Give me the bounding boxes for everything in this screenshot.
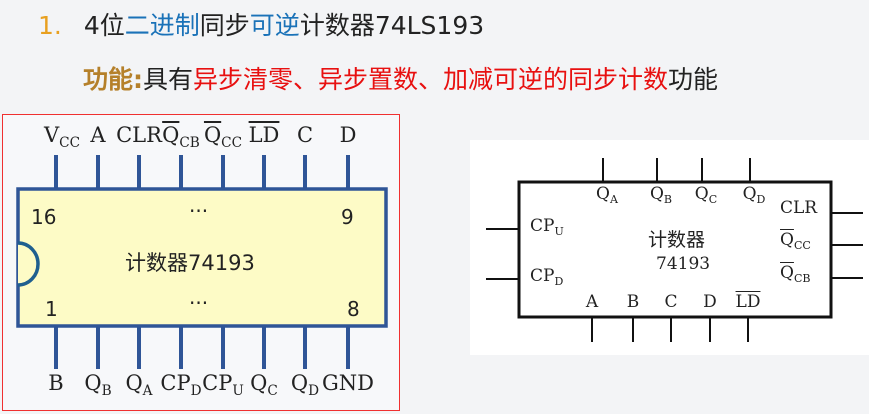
symbol-top-pin-0: QA <box>596 184 618 206</box>
function-segment: 具有 <box>143 65 194 94</box>
bottom-pin-label-4: CPU <box>202 371 244 399</box>
top-pin-label-4: QCC <box>203 123 243 151</box>
chip-notch <box>17 241 40 287</box>
function-line: 功能:具有异步清零、异步置数、加减可逆的同步计数功能 <box>83 60 718 96</box>
symbol-top-pin-1: QB <box>649 184 673 206</box>
symbol-top-pin-3: QD <box>742 184 766 206</box>
top-pin-label-3: QCB <box>162 123 200 151</box>
symbol-left-pin-1: CPD <box>530 266 564 288</box>
heading-segment: 同步 <box>199 11 250 40</box>
function-segment: 功能 <box>668 65 719 94</box>
pin-8-number: 8 <box>347 297 360 321</box>
bottom-pin-label-6: QD <box>290 371 320 399</box>
top-pin-label-1: A <box>90 123 106 147</box>
bottom-pin-label-7: GND <box>322 371 374 395</box>
top-pin-label-7: D <box>339 123 357 147</box>
heading-segment: 可逆 <box>249 11 300 40</box>
function-label: 功能: <box>83 65 143 94</box>
logic-symbol-graphics <box>486 158 863 342</box>
bottom-pin-label-3: CPD <box>160 371 202 399</box>
pin-16-number: 16 <box>31 205 57 229</box>
bottom-pin-label-0: B <box>48 371 64 395</box>
symbol-right-pin-2: QCB <box>780 263 811 285</box>
pinout-graphics <box>16 155 388 369</box>
heading-number: 1. <box>38 11 62 40</box>
symbol-bottom-pin-0: A <box>585 292 599 312</box>
logic-symbol: 计数器 74193 QA QB QC QD A B C D LD CPU CPD CLR QCC QCB <box>470 140 869 355</box>
function-segment: 异步清零、异步置数、加减可逆的同步计数 <box>193 65 669 94</box>
top-pin-label-6: C <box>296 123 314 147</box>
symbol-box <box>517 180 833 319</box>
symbol-left-pin-0: CPU <box>530 216 564 238</box>
heading-segment: 计数器74LS193 <box>299 11 485 40</box>
symbol-bottom-pin-1: B <box>626 292 640 312</box>
symbol-bottom-pin-4: LD <box>735 292 761 312</box>
symbol-bottom-pin-3: D <box>703 292 717 312</box>
heading: 1. 4位二进制同步可逆计数器74LS193 <box>38 6 484 42</box>
symbol-bottom-pin-2: C <box>664 292 678 312</box>
ellipsis-bottom: ··· <box>189 291 209 315</box>
heading-segment: 4位 <box>83 11 125 40</box>
bottom-pin-label-5: QC <box>250 371 278 399</box>
top-pin-label-0: VCC <box>43 123 81 151</box>
chip-label: 计数器74193 <box>125 251 255 275</box>
symbol-number: 74193 <box>656 254 711 274</box>
pinout-diagram: 16 9 1 8 ··· ··· 计数器74193 VCC B A QB CLR QA QC… <box>2 114 400 411</box>
ellipsis-top: ··· <box>189 199 209 223</box>
top-pin-label-5: LD <box>248 123 280 147</box>
chip-body <box>16 187 388 328</box>
top-pin-label-2: CLR <box>116 123 162 147</box>
bottom-pin-label-2: QA <box>125 371 153 399</box>
symbol-right-pin-0: CLR <box>780 198 818 218</box>
bottom-pin-label-1: QB <box>84 371 112 399</box>
symbol-right-pin-1: QCC <box>780 230 811 252</box>
pin-9-number: 9 <box>341 205 354 229</box>
pin-1-number: 1 <box>45 297 58 321</box>
heading-segment: 二进制 <box>124 11 200 40</box>
symbol-top-pin-2: QC <box>694 184 718 206</box>
symbol-name: 计数器 <box>648 229 706 251</box>
